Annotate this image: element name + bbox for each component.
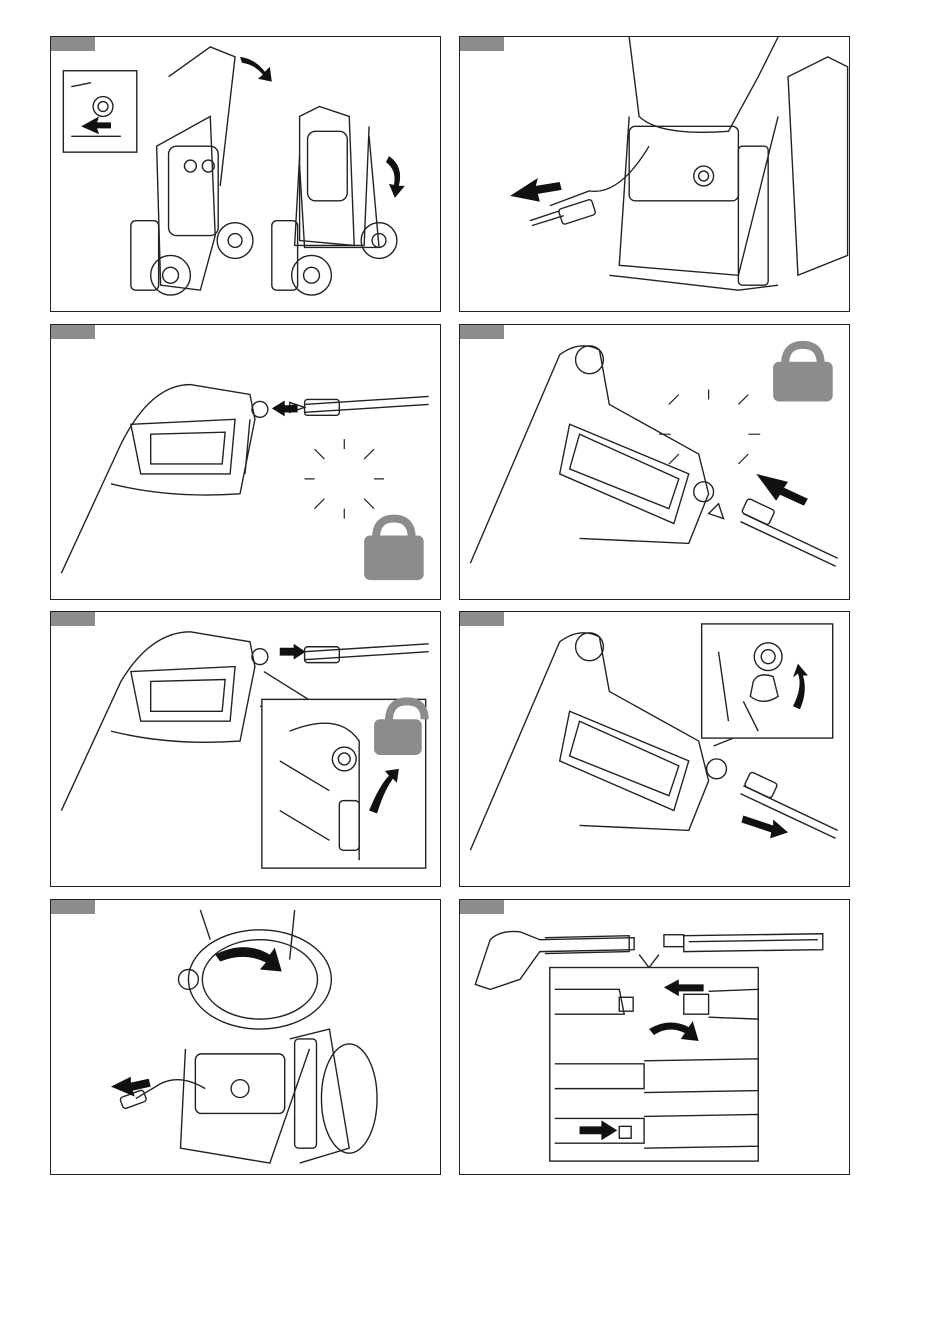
panel-1-handle-fold	[50, 36, 441, 312]
panel-8-gun-extension	[459, 899, 850, 1175]
panel-4-lance-lock	[459, 324, 850, 600]
gun-lock-closeup-illustration	[460, 325, 849, 599]
panel-3-lance-lock	[50, 324, 441, 600]
gun-unlock-illustration	[51, 612, 440, 886]
arrow-icon	[510, 178, 562, 202]
hose-end	[530, 199, 596, 226]
arrow-icon	[756, 474, 808, 506]
hose-reel-illustration	[51, 900, 440, 1174]
panel-7-hose-reel	[50, 899, 441, 1175]
click-burst	[305, 439, 384, 518]
hose-connection-illustration	[460, 37, 849, 311]
panel-2-hose-connection	[459, 36, 850, 312]
panel-5-lance-unlock	[50, 611, 441, 887]
click-burst	[659, 390, 760, 464]
gun-extension-illustration	[460, 900, 849, 1174]
gun-unlock-closeup-illustration	[460, 612, 849, 886]
lock-closed-icon	[773, 345, 833, 402]
panel-6-lance-unlock	[459, 611, 850, 887]
lock-closed-icon	[364, 519, 424, 581]
pressure-washer-fold-illustration	[51, 37, 440, 311]
arrow-icon	[272, 400, 298, 416]
rotate-arrow-icon	[215, 947, 282, 971]
gun-lock-illustration	[51, 325, 440, 599]
